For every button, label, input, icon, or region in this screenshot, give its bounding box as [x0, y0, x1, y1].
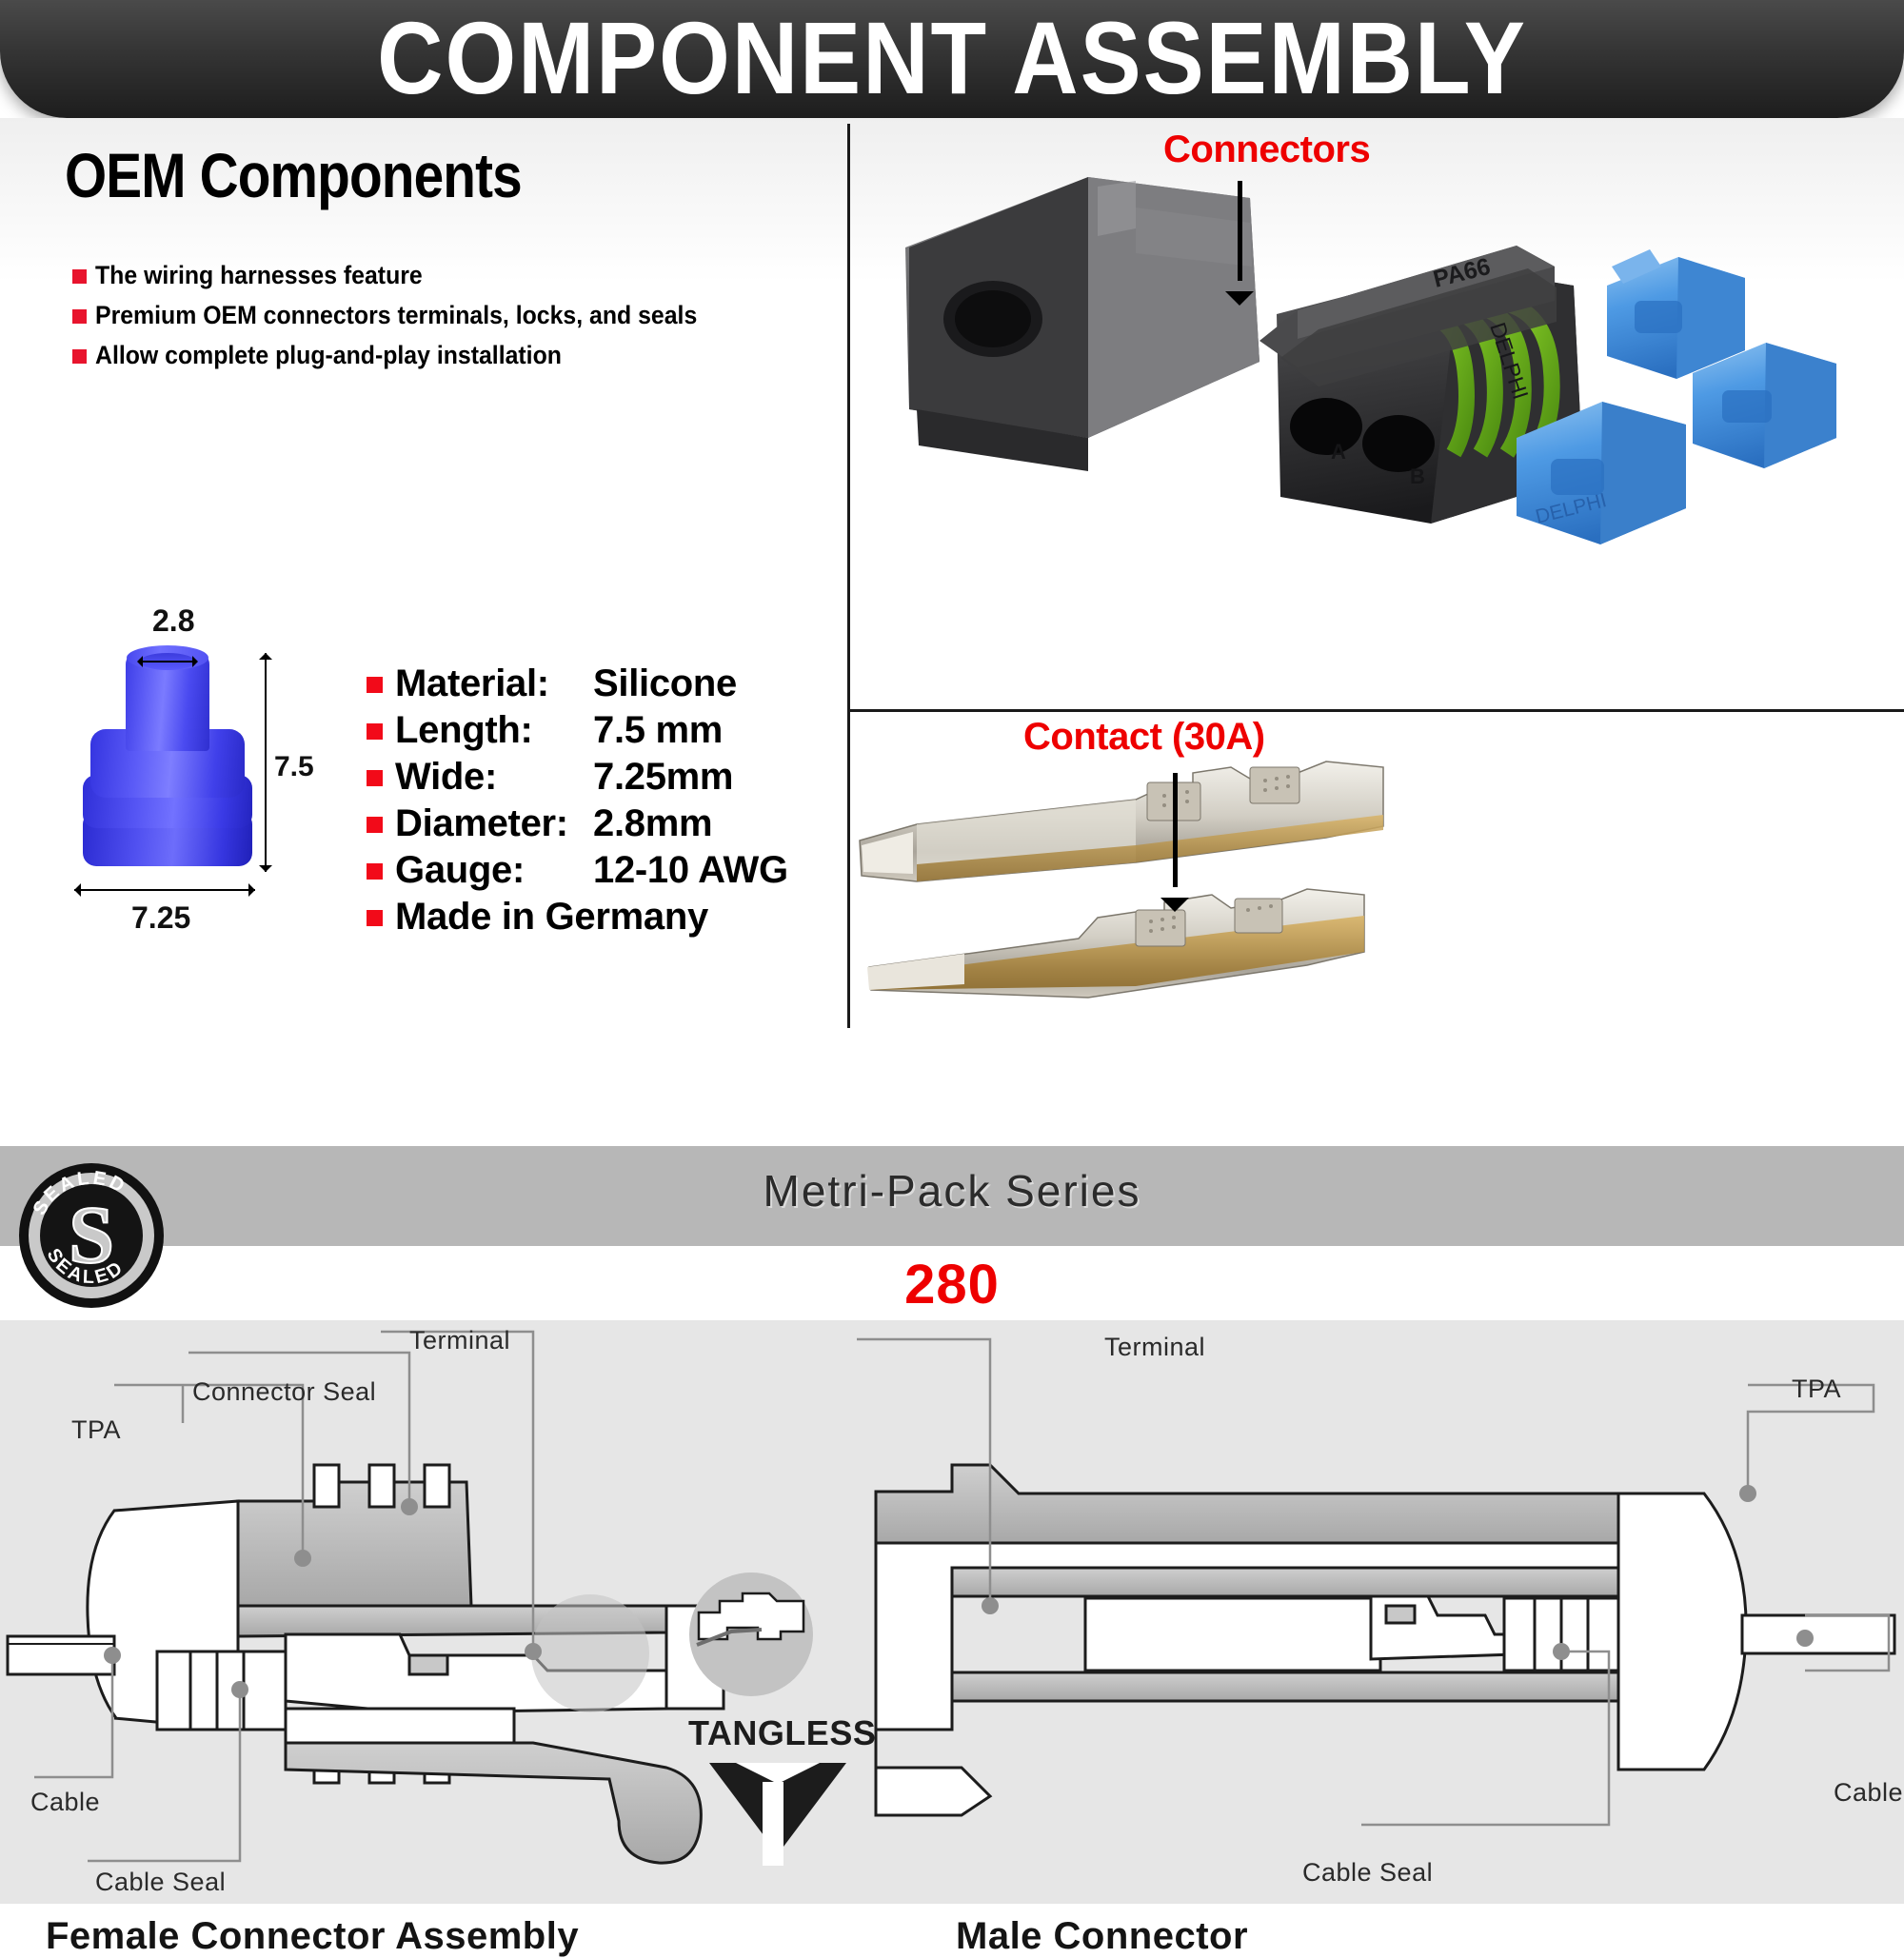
- spec-value: 12-10 AWG: [593, 849, 788, 891]
- spec-value: 7.25mm: [593, 756, 734, 798]
- tangless-detail-circle: [689, 1572, 813, 1696]
- seal-photo-group: 2.8 7.5 7.25: [29, 603, 352, 935]
- bullet-square-icon: [367, 677, 383, 693]
- cavity-mark-b: B: [1410, 465, 1425, 488]
- female-terminal: [859, 761, 1384, 882]
- tangless-label: TANGLESS: [688, 1713, 877, 1752]
- label-tpa-female: TPA: [71, 1415, 122, 1444]
- spec-key: Made in Germany: [395, 896, 708, 938]
- bullet-square-icon: [367, 770, 383, 786]
- bullet-square-icon: [72, 269, 87, 284]
- contact-photo-panel: [850, 712, 1904, 1028]
- blue-tpa-locks-photo: DELPHI: [1517, 249, 1836, 544]
- spec-value: Silicone: [593, 663, 737, 704]
- label-cable-seal-male: Cable Seal: [1302, 1858, 1434, 1887]
- panel-divider-horizontal: [847, 709, 1904, 712]
- spec-row-wide: Wide: 7.25mm: [367, 756, 788, 799]
- bullet-square-icon: [72, 348, 87, 364]
- spec-list: Material: Silicone Length: 7.5 mm Wide: …: [367, 663, 788, 942]
- female-detail-circle: [531, 1594, 649, 1712]
- series-number-strip: [0, 1246, 1904, 1320]
- leader-dots: [104, 1485, 1814, 1698]
- label-tpa-male: TPA: [1792, 1375, 1842, 1403]
- oem-heading: OEM Components: [65, 140, 523, 210]
- male-connector-name: Male Connector: [956, 1915, 1249, 1957]
- bullet-text: Allow complete plug-and-play installatio…: [95, 340, 562, 369]
- series-title: Metri-Pack Series: [763, 1166, 1141, 1216]
- female-assembly-name: Female Connector Assembly: [46, 1915, 580, 1957]
- bullet-square-icon: [367, 817, 383, 833]
- label-connector-seal: Connector Seal: [192, 1377, 377, 1406]
- male-connector-drawing: [874, 1463, 1896, 1817]
- spec-row-origin: Made in Germany: [367, 896, 788, 939]
- bullet-square-icon: [367, 910, 383, 926]
- connectors-callout-label: Connectors: [1163, 129, 1371, 170]
- list-item: Allow complete plug-and-play installatio…: [72, 341, 824, 371]
- series-number: 280: [904, 1254, 1000, 1315]
- list-item: The wiring harnesses feature: [72, 261, 824, 291]
- series-band: [0, 1146, 1904, 1246]
- leader-lines: [34, 1330, 1891, 1863]
- spec-row-length: Length: 7.5 mm: [367, 709, 788, 752]
- bullet-text: The wiring harnesses feature: [95, 261, 423, 289]
- badge-center-letter: S: [69, 1189, 114, 1280]
- seal-height-dimension-label: 7.5: [274, 751, 314, 782]
- page-title: COMPONENT ASSEMBLY: [377, 1, 1527, 116]
- cutaway-diagram: [6, 1330, 1896, 1865]
- bullet-square-icon: [72, 308, 87, 324]
- label-cable-male: Cable: [1834, 1778, 1904, 1807]
- panel-divider-vertical: [847, 124, 850, 1028]
- label-cable-seal-female: Cable Seal: [95, 1868, 227, 1896]
- spec-row-diameter: Diameter: 2.8mm: [367, 802, 788, 845]
- spec-row-material: Material: Silicone: [367, 663, 788, 705]
- width-dimension-arrow-icon: [74, 883, 255, 897]
- oem-bullet-list: The wiring harnesses feature Premium OEM…: [72, 261, 824, 381]
- label-cable-female: Cable: [30, 1788, 101, 1816]
- contact-callout-label: Contact (30A): [1023, 716, 1265, 758]
- spec-key: Wide:: [395, 756, 498, 798]
- female-connector-housing-photo: PA66 DELPHI A B: [1259, 246, 1583, 524]
- connectors-photo-panel: PA66 DELPHI A B: [850, 124, 1904, 709]
- contact-terminal-photo: [859, 761, 1384, 999]
- silicone-seal-photo: [71, 645, 262, 870]
- spec-value: 7.5 mm: [593, 709, 724, 751]
- connectors-callout-arrow-icon: [1225, 181, 1254, 306]
- contact-callout-arrow-icon: [1160, 773, 1189, 912]
- seal-width-dimension-label: 7.25: [131, 900, 191, 935]
- male-terminal: [867, 888, 1365, 999]
- spec-key: Gauge:: [395, 849, 525, 891]
- bore-arrow-icon: [137, 656, 198, 667]
- cavity-mark-a: A: [1331, 440, 1346, 464]
- seal-diameter-dimension-label: 2.8: [152, 603, 195, 638]
- bullet-text: Premium OEM connectors terminals, locks,…: [95, 300, 698, 329]
- header-banner: COMPONENT ASSEMBLY: [0, 0, 1904, 118]
- spec-row-gauge: Gauge: 12-10 AWG: [367, 849, 788, 892]
- spec-key: Material:: [395, 663, 549, 704]
- connectors-photo: PA66 DELPHI A B: [905, 177, 1836, 544]
- label-terminal-male: Terminal: [1104, 1333, 1206, 1361]
- list-item: Premium OEM connectors terminals, locks,…: [72, 301, 824, 331]
- label-terminal-female: Terminal: [409, 1326, 511, 1355]
- bullet-square-icon: [367, 863, 383, 880]
- spec-value: 2.8mm: [593, 802, 713, 844]
- male-connector-housing-photo: [905, 177, 1259, 471]
- technical-drawing-section: [0, 1320, 1904, 1904]
- sealed-badge: SEALED SEALED S: [19, 1163, 164, 1308]
- spec-key: Diameter:: [395, 802, 568, 844]
- bullet-square-icon: [367, 723, 383, 740]
- spec-key: Length:: [395, 709, 533, 751]
- height-dimension-arrow-icon: [259, 653, 272, 872]
